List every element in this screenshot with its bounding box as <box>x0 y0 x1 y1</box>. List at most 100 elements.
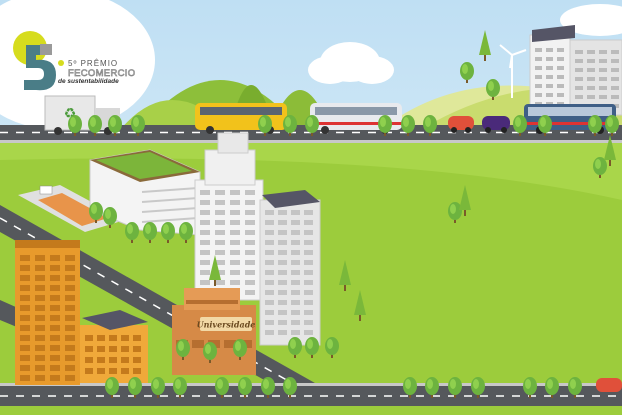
logo-brand: FECOMERCIO <box>68 68 135 79</box>
window <box>546 48 553 52</box>
window <box>575 86 583 90</box>
window <box>20 315 30 321</box>
tree <box>401 115 415 136</box>
tree <box>425 377 439 398</box>
window <box>230 220 240 225</box>
tree <box>143 222 157 243</box>
window <box>50 325 60 331</box>
window <box>245 250 255 255</box>
cone-tree <box>339 260 351 291</box>
window <box>291 270 300 275</box>
window <box>278 240 287 245</box>
window <box>20 285 30 291</box>
window <box>50 365 60 371</box>
window <box>230 200 240 205</box>
window <box>50 265 60 271</box>
window <box>587 77 595 81</box>
tree <box>89 202 103 223</box>
window <box>215 220 225 225</box>
tree <box>448 377 462 398</box>
window <box>230 260 240 265</box>
window <box>587 86 595 90</box>
window <box>200 210 210 215</box>
window <box>245 280 255 285</box>
cone-tree <box>209 255 221 286</box>
cars <box>448 116 622 392</box>
window <box>65 365 75 371</box>
window <box>35 365 45 371</box>
window <box>230 240 240 245</box>
window <box>133 346 141 352</box>
window <box>65 325 75 331</box>
window <box>50 275 60 281</box>
window <box>265 270 274 275</box>
tree <box>105 377 119 398</box>
window <box>557 66 564 70</box>
window <box>97 346 105 352</box>
window <box>215 230 225 235</box>
window <box>304 240 313 245</box>
window <box>291 310 300 315</box>
window <box>50 255 60 261</box>
window <box>557 75 564 79</box>
tree <box>486 79 500 100</box>
tree <box>103 207 117 228</box>
window <box>265 320 274 325</box>
window <box>291 260 300 265</box>
window <box>35 275 45 281</box>
trees <box>68 30 619 398</box>
window <box>35 315 45 321</box>
window <box>535 84 542 88</box>
window <box>65 335 75 341</box>
window <box>215 240 225 245</box>
window <box>20 375 30 381</box>
window <box>121 346 129 352</box>
tree <box>215 377 229 398</box>
orange-buildings <box>15 240 148 385</box>
cone-tree <box>354 290 366 321</box>
building-top-right <box>529 25 622 116</box>
window <box>35 335 45 341</box>
tree <box>588 115 602 136</box>
window <box>304 320 313 325</box>
window <box>35 305 45 311</box>
window <box>278 220 287 225</box>
window <box>535 93 542 97</box>
window <box>245 260 255 265</box>
window <box>587 59 595 63</box>
window <box>291 250 300 255</box>
window <box>20 305 30 311</box>
window <box>97 357 105 363</box>
window <box>20 345 30 351</box>
window <box>278 330 287 335</box>
window <box>65 295 75 301</box>
window <box>65 355 75 361</box>
window <box>587 95 595 99</box>
office-tower <box>194 132 321 346</box>
window <box>121 357 129 363</box>
window <box>35 255 45 261</box>
window <box>291 220 300 225</box>
window <box>265 210 274 215</box>
window <box>50 345 60 351</box>
window <box>97 335 105 341</box>
sports-court <box>18 185 125 232</box>
window <box>35 345 45 351</box>
window <box>599 86 607 90</box>
window <box>546 75 553 79</box>
window <box>50 335 60 341</box>
window <box>133 335 141 341</box>
window <box>304 330 313 335</box>
window <box>200 200 210 205</box>
window <box>291 330 300 335</box>
cone-tree <box>479 30 491 61</box>
window <box>200 260 210 265</box>
tree <box>173 377 187 398</box>
window <box>215 270 225 275</box>
window <box>200 250 210 255</box>
window <box>245 230 255 235</box>
window <box>291 290 300 295</box>
yellow-bus <box>195 103 287 134</box>
window <box>611 50 619 54</box>
window <box>230 270 240 275</box>
